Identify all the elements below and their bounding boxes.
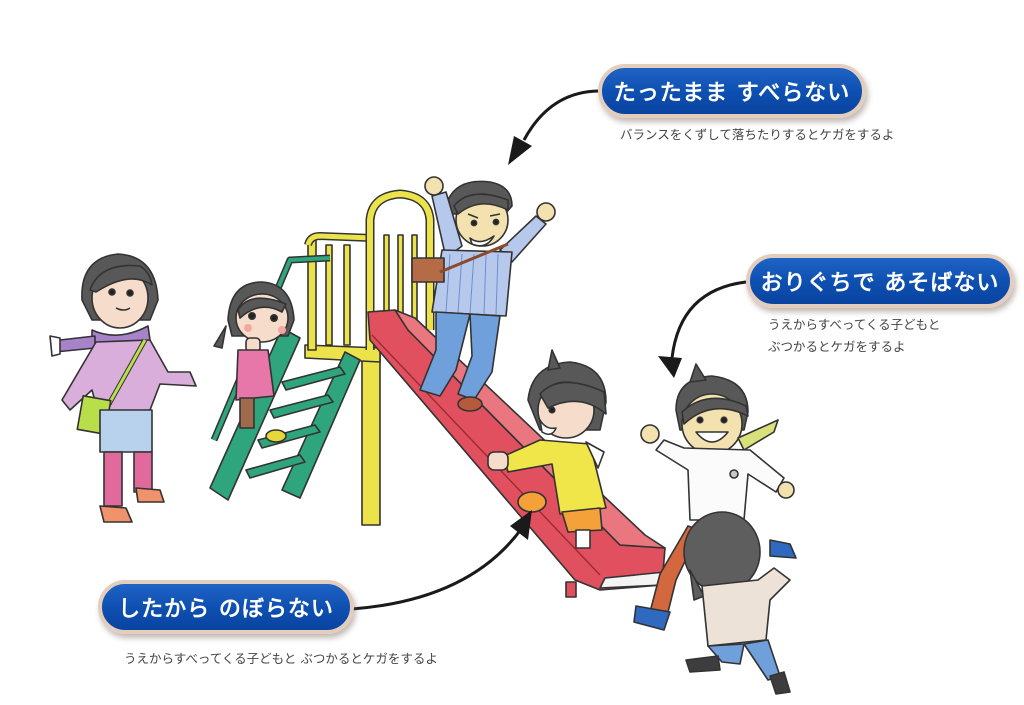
arrow-to-standing-boy <box>508 89 599 165</box>
boy-running-figure <box>633 363 797 631</box>
arrow-to-exit <box>658 280 747 378</box>
boy-climbing-slide-figure <box>487 349 607 549</box>
child-at-exit-figure <box>683 511 791 695</box>
callout-caption-no-climbing-up: うえからすべってくる子どもと ぶつかるとケガをするよ <box>124 651 438 666</box>
callout-title-no-playing-at-exit: おりぐちで あそばない <box>746 254 1014 308</box>
callout-title-no-climbing-up: したから のぼらない <box>98 580 354 634</box>
girl-on-ladder-figure <box>213 281 295 443</box>
yellow-frame <box>304 189 435 526</box>
green-ladder <box>209 254 361 501</box>
callout-caption-no-standing: バランスをくずして落ちたりするとケガをするよ <box>620 127 895 142</box>
arrow-to-climbing-boy <box>351 510 532 611</box>
boy-standing-on-slide-figure <box>411 176 556 412</box>
callout-caption-no-playing-at-exit-line1: うえからすべってくる子どもと <box>768 317 941 332</box>
callout-title-no-standing: たったまま すべらない <box>598 64 866 118</box>
callout-caption-no-playing-at-exit-line2: ぶつかるとケガをするよ <box>768 339 906 354</box>
girl-watching-figure <box>49 253 197 523</box>
